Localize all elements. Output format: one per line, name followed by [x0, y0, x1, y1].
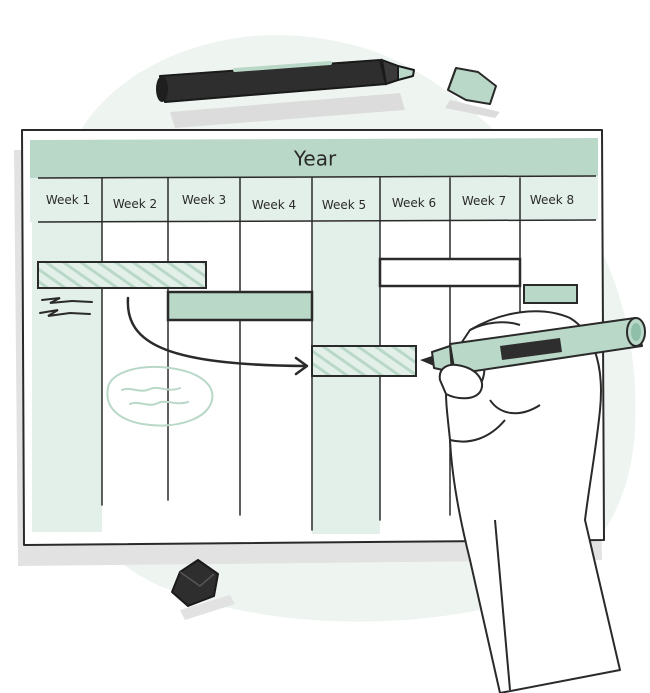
week-header-5: Week 5 — [322, 198, 366, 212]
green-marker-cap-icon — [445, 67, 500, 118]
task-bar-hatched-1 — [37, 261, 207, 289]
task-bar-green — [166, 290, 314, 322]
cloud-note-icon — [106, 366, 214, 427]
week-header-3: Week 3 — [182, 193, 226, 207]
week-headers: Week 1 Week 2 Week 3 Week 4 Week 5 Week … — [46, 193, 574, 212]
task-bar-small — [523, 284, 578, 304]
week-header-2: Week 2 — [113, 197, 157, 211]
week-header-6: Week 6 — [392, 196, 436, 210]
black-marker-icon — [156, 58, 415, 128]
note-scribble-icon — [39, 297, 93, 317]
dependency-arrow-icon — [126, 296, 309, 376]
hand-finger-icon — [438, 363, 483, 400]
task-bar-outline — [378, 257, 522, 288]
week-header-1: Week 1 — [46, 193, 90, 207]
board-title: Year — [293, 147, 337, 171]
black-marker-cap-icon — [171, 559, 235, 620]
week-header-8: Week 8 — [530, 193, 574, 207]
task-bars — [37, 257, 578, 377]
week-header-4: Week 4 — [252, 198, 296, 212]
week-header-7: Week 7 — [462, 194, 506, 208]
task-bar-hatched-2 — [311, 345, 417, 377]
